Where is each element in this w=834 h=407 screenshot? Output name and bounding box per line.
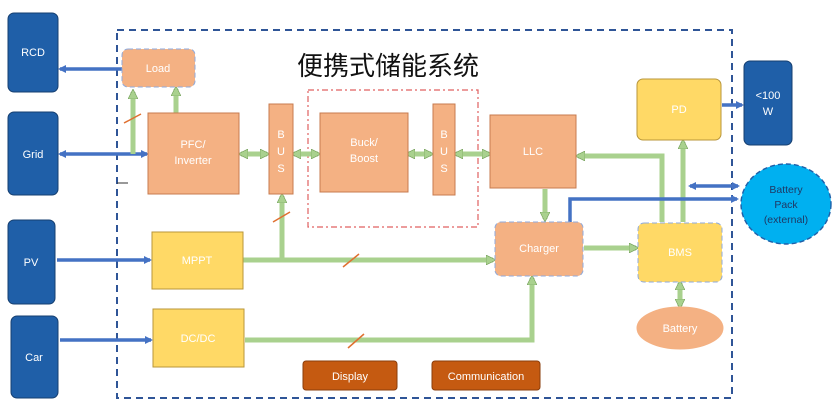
arrow-charger-batterypack [568,195,739,222]
arrow-bms-llc [578,156,665,222]
grid-box: Grid [7,111,59,196]
buck-label-2: Boost [350,153,378,165]
battery-pack-external: Battery Pack (external) [740,163,832,245]
relay-slash-3 [272,211,291,223]
mppt-label: MPPT [182,255,213,267]
relay-slash-1 [123,113,142,124]
rcd-label: RCD [21,47,45,59]
relay-slash-2 [342,253,360,268]
charger-label: Charger [519,243,559,255]
car-box: Car [10,315,59,399]
grid-label: Grid [23,149,44,161]
usb-output-box: <100 W [743,60,793,146]
usb-output-label-2: W [763,106,774,118]
car-label: Car [25,352,43,364]
pfc-label-2: Inverter [174,155,212,167]
rcd-box: RCD [7,12,59,93]
pfc-label-1: PFC/ [180,139,206,151]
pfc-inverter-block: PFC/ Inverter [147,112,240,195]
bus2-letter-u: U [440,146,448,158]
bus1-block: B U S [268,103,294,195]
relay-slash-4 [347,333,365,349]
communication-label: Communication [448,371,524,383]
battery-pack-label-3: (external) [764,214,808,226]
battery-pack-label-1: Battery [769,184,803,196]
bus2-letter-b: B [440,129,447,141]
load-label: Load [146,63,170,75]
pv-box: PV [7,219,56,305]
bus1-letter-b: B [277,129,284,141]
battery-label: Battery [663,323,698,335]
llc-block: LLC [489,114,577,189]
bms-block: BMS [637,222,723,283]
buck-boost-block: Buck/ Boost [319,112,409,193]
bus2-block: B U S [432,103,456,196]
diagram-title: 便携式储能系统 [297,52,479,82]
llc-label: LLC [523,146,543,158]
arrow-dcdc-charger [245,278,532,343]
usb-output-label-1: <100 [756,90,781,102]
charger-block: Charger [494,221,584,277]
communication-block: Communication [431,360,541,391]
pv-label: PV [24,257,39,269]
load-block: Load [121,48,196,88]
pd-label: PD [671,104,686,116]
pd-block: PD [636,78,722,141]
dcdc-label: DC/DC [181,333,216,345]
buck-label-1: Buck/ [350,137,378,149]
battery-pack-label-2: Pack [774,199,798,211]
bus1-letter-u: U [277,146,285,158]
battery-internal: Battery [636,306,724,350]
display-block: Display [302,360,398,391]
dcdc-block: DC/DC [152,308,245,368]
bus2-letter-s: S [440,163,447,175]
bus1-letter-s: S [277,163,284,175]
display-label: Display [332,371,369,383]
bms-label: BMS [668,247,692,259]
mppt-block: MPPT [151,231,244,290]
system-boundary [116,29,733,399]
